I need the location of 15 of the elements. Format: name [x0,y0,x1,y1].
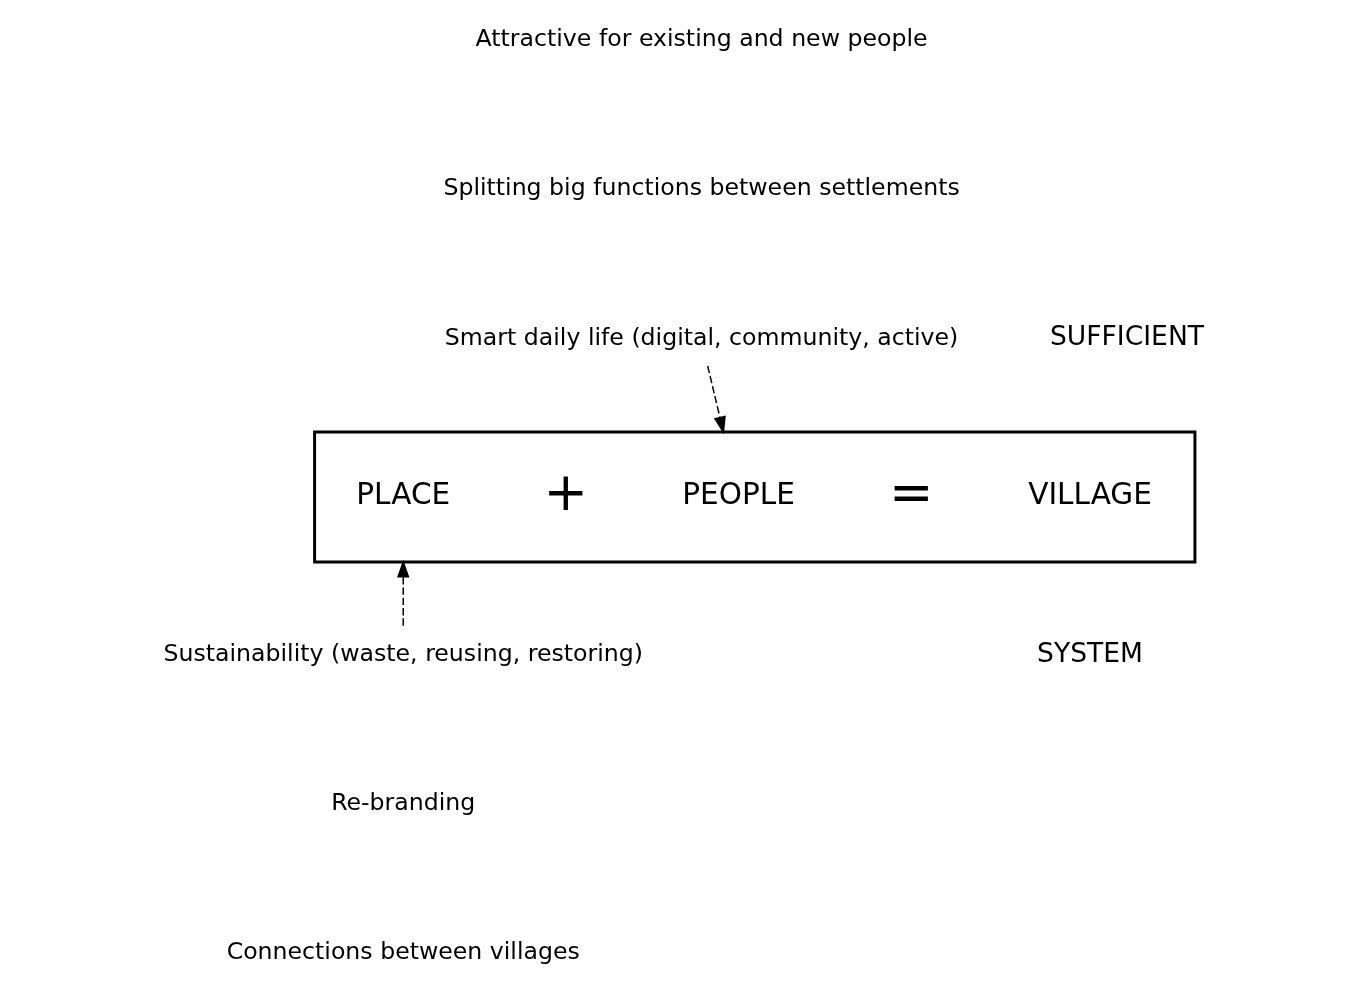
label: = [889,461,934,523]
arrow [706,365,726,435]
node-text: VILLAGE [1028,477,1152,512]
cluster [313,430,1197,564]
node-text: Connections between villages [226,937,580,966]
node-text: PLACE [356,477,451,512]
node-text: Sustainability (waste, reusing, restoring) [163,638,643,667]
node-text: Splitting big functions between settlements [443,173,960,202]
node-text: PEOPLE [682,477,795,512]
node-text: Re-branding [331,787,476,816]
node-text: Attractive for existing and new people [475,24,928,53]
node-text: Smart daily life (digital, community, active) [444,322,959,351]
label: SUFFICIENT [1049,320,1205,352]
label: SYSTEM [1037,636,1144,668]
label: + [543,461,588,523]
